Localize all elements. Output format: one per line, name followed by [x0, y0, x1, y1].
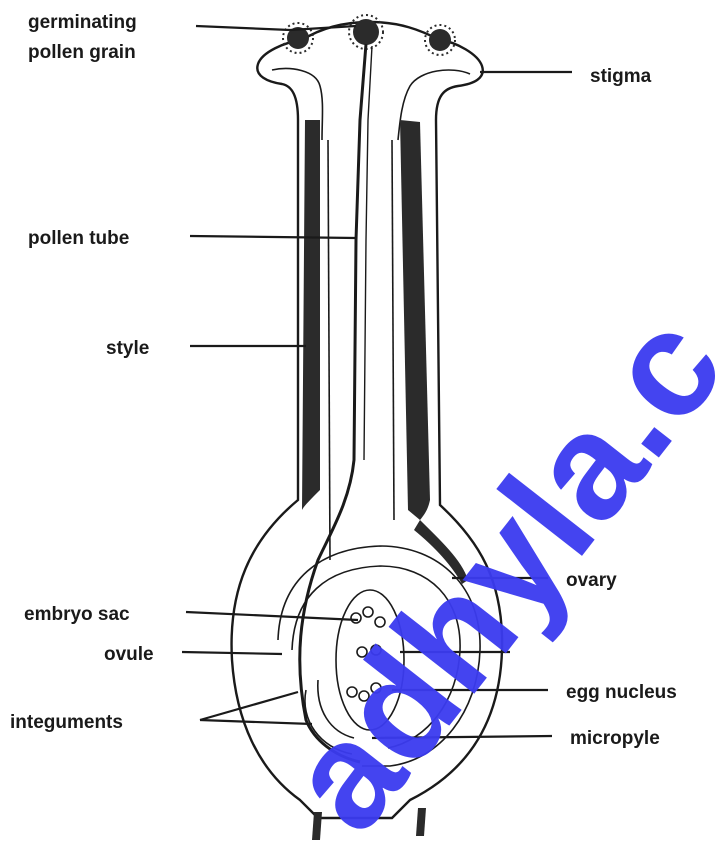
leader-ovule [182, 652, 282, 654]
style-inner-wall-right [392, 140, 394, 520]
label-style: style [106, 338, 149, 359]
leader-embryo-sac [186, 612, 358, 620]
label-stigma: stigma [590, 66, 652, 87]
style-band-right [400, 120, 430, 520]
leader-pollen-tube [190, 236, 356, 238]
pollen-tube-inner [364, 46, 372, 460]
label-integuments: integuments [10, 712, 123, 733]
label-pollen-tube: pollen tube [28, 228, 129, 249]
label-egg-nucleus: egg nucleus [566, 682, 677, 703]
pollen-grain-center [349, 15, 383, 49]
pollen-grain-left [283, 23, 313, 53]
label-germinating: germinating [28, 12, 137, 33]
style-inner-wall-left [328, 140, 330, 560]
style-band-left [302, 120, 320, 510]
base-tip-left [312, 812, 322, 840]
watermark: adhyla.c [253, 283, 724, 848]
pollen-grain-right [425, 25, 455, 55]
leader-germinating [196, 26, 290, 30]
label-ovule: ovule [104, 644, 154, 665]
label-pollen-grain: pollen grain [28, 42, 136, 63]
label-embryo-sac: embryo sac [24, 604, 130, 625]
label-micropyle: micropyle [570, 728, 660, 749]
